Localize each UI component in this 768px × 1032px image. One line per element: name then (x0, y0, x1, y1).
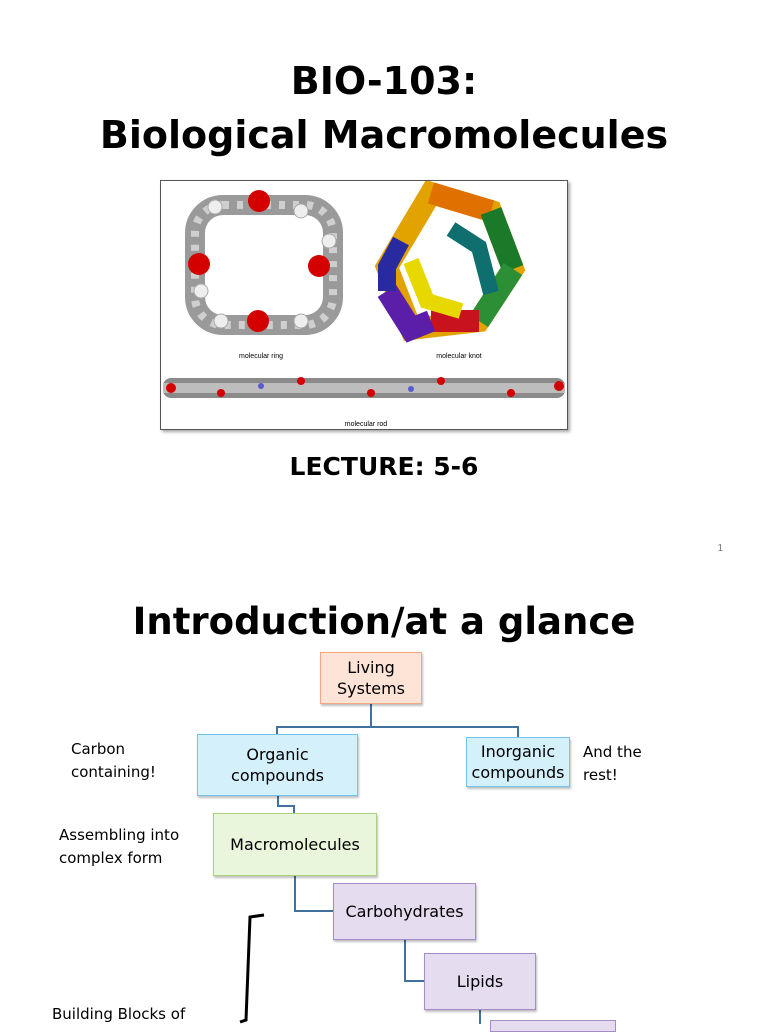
note-building-blocks: Building Blocks of (52, 1005, 186, 1023)
caption-molecular-rod: molecular rod (345, 421, 388, 428)
brace-bracket (239, 913, 265, 1024)
box-inorganic-compounds: Inorganic compounds (466, 737, 570, 787)
connector-living-inorganic (371, 726, 519, 738)
connector-organic-macro (277, 796, 295, 814)
box-carbohydrates: Carbohydrates (333, 883, 476, 940)
note-assembling: Assembling into complex form (59, 826, 180, 867)
molecule-illustration: molecular ring molecular knot (163, 181, 565, 428)
connector-macro-carbs (294, 876, 333, 912)
molecule-figure: molecular ring molecular knot (160, 180, 568, 430)
molecular-knot-image (374, 181, 526, 343)
slide-title-line-2: Biological Macromolecules (99, 113, 669, 157)
note-and-the-rest: And the rest! (583, 743, 642, 784)
box-next-partial (490, 1020, 616, 1032)
molecular-ring-image (185, 190, 343, 335)
note-carbon-containing: Carbon containing! (71, 740, 156, 781)
lecture-label: LECTURE: 5-6 (289, 452, 479, 481)
box-organic-compounds: Organic compounds (197, 734, 358, 796)
slide-title-line-1: BIO-103: (290, 59, 478, 103)
slide-2-title: Introduction/at a glance (132, 600, 636, 643)
page-number: 1 (717, 543, 723, 554)
connector-living-organic (276, 704, 372, 735)
box-living-systems: Living Systems (320, 652, 422, 704)
caption-molecular-ring: molecular ring (239, 353, 283, 360)
connector-carbs-lipids (404, 940, 424, 982)
molecular-rod-image (163, 377, 565, 398)
caption-molecular-knot: molecular knot (436, 353, 482, 360)
box-lipids: Lipids (424, 953, 536, 1010)
box-macromolecules: Macromolecules (213, 813, 377, 876)
